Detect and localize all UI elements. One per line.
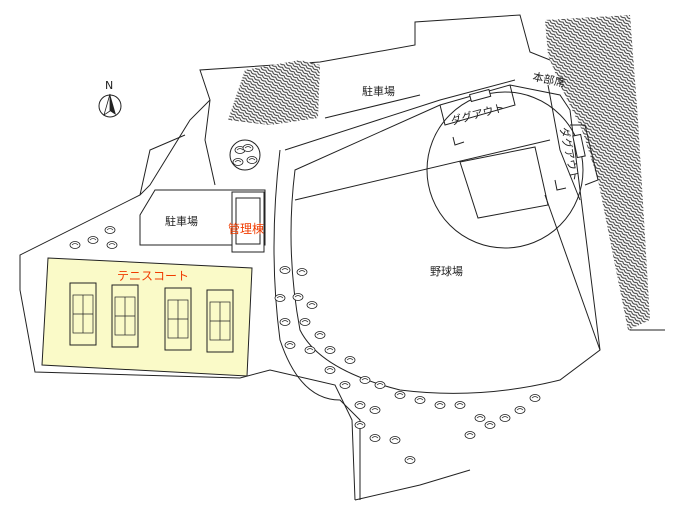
tree-icon — [306, 301, 318, 309]
tree-icon — [464, 431, 476, 439]
north-arrow-icon: N — [98, 79, 122, 118]
tennis-court — [164, 287, 192, 351]
infield-circle — [426, 91, 584, 249]
tree-icon — [389, 436, 401, 444]
parking-top-label: 駐車場 — [362, 84, 395, 98]
tree-icon — [324, 366, 336, 374]
tree-icon — [246, 156, 258, 164]
tree-icon — [374, 381, 386, 389]
tree-icon — [359, 376, 371, 384]
tree-icon — [514, 406, 526, 414]
tennis-court — [69, 282, 97, 346]
headquarters-label: 本部席 — [531, 69, 566, 90]
forest-strip — [545, 15, 650, 330]
roundabout — [229, 139, 261, 171]
tree-icon — [394, 391, 406, 399]
forest-area — [228, 60, 320, 125]
tree-icon — [344, 356, 356, 364]
tree-icon — [369, 434, 381, 442]
tennis-court-label[interactable]: テニスコート — [117, 269, 189, 283]
tree-icon — [284, 341, 296, 349]
tree-icon — [474, 414, 486, 422]
baseball-field-label[interactable]: 野球場 — [430, 264, 463, 278]
tree-icon — [232, 158, 244, 166]
tree-icon — [106, 241, 118, 249]
tree-icon — [529, 394, 541, 402]
north-label: N — [105, 79, 113, 92]
tree-icon — [296, 268, 308, 276]
tree-icon — [279, 318, 291, 326]
tree-icon — [354, 401, 366, 409]
tree-icon — [274, 294, 286, 302]
tree-icon — [434, 401, 446, 409]
tree-icon — [339, 381, 351, 389]
tree-icon — [354, 421, 366, 429]
tree-icon — [69, 241, 81, 249]
tree-icon — [104, 226, 116, 234]
baseball-field[interactable] — [290, 84, 601, 394]
parking-left-label: 駐車場 — [165, 214, 198, 228]
tree-symbols — [69, 144, 541, 464]
tree-icon — [369, 406, 381, 414]
tree-icon — [299, 318, 311, 326]
tree-icon — [484, 421, 496, 429]
tennis-court — [206, 289, 234, 353]
tree-icon — [404, 456, 416, 464]
tree-icon — [414, 396, 426, 404]
tree-icon — [314, 331, 326, 339]
tree-icon — [279, 266, 291, 274]
tree-icon — [324, 346, 336, 354]
tree-icon — [242, 144, 254, 152]
tree-icon — [304, 346, 316, 354]
admin-building-label[interactable]: 管理棟 — [228, 221, 264, 236]
tennis-court — [111, 284, 139, 348]
tennis-court-area[interactable] — [41, 257, 253, 377]
tree-icon — [454, 401, 466, 409]
tree-icon — [499, 414, 511, 422]
infield-diamond — [459, 146, 549, 219]
tree-icon — [87, 236, 99, 244]
tree-icon — [292, 293, 304, 301]
